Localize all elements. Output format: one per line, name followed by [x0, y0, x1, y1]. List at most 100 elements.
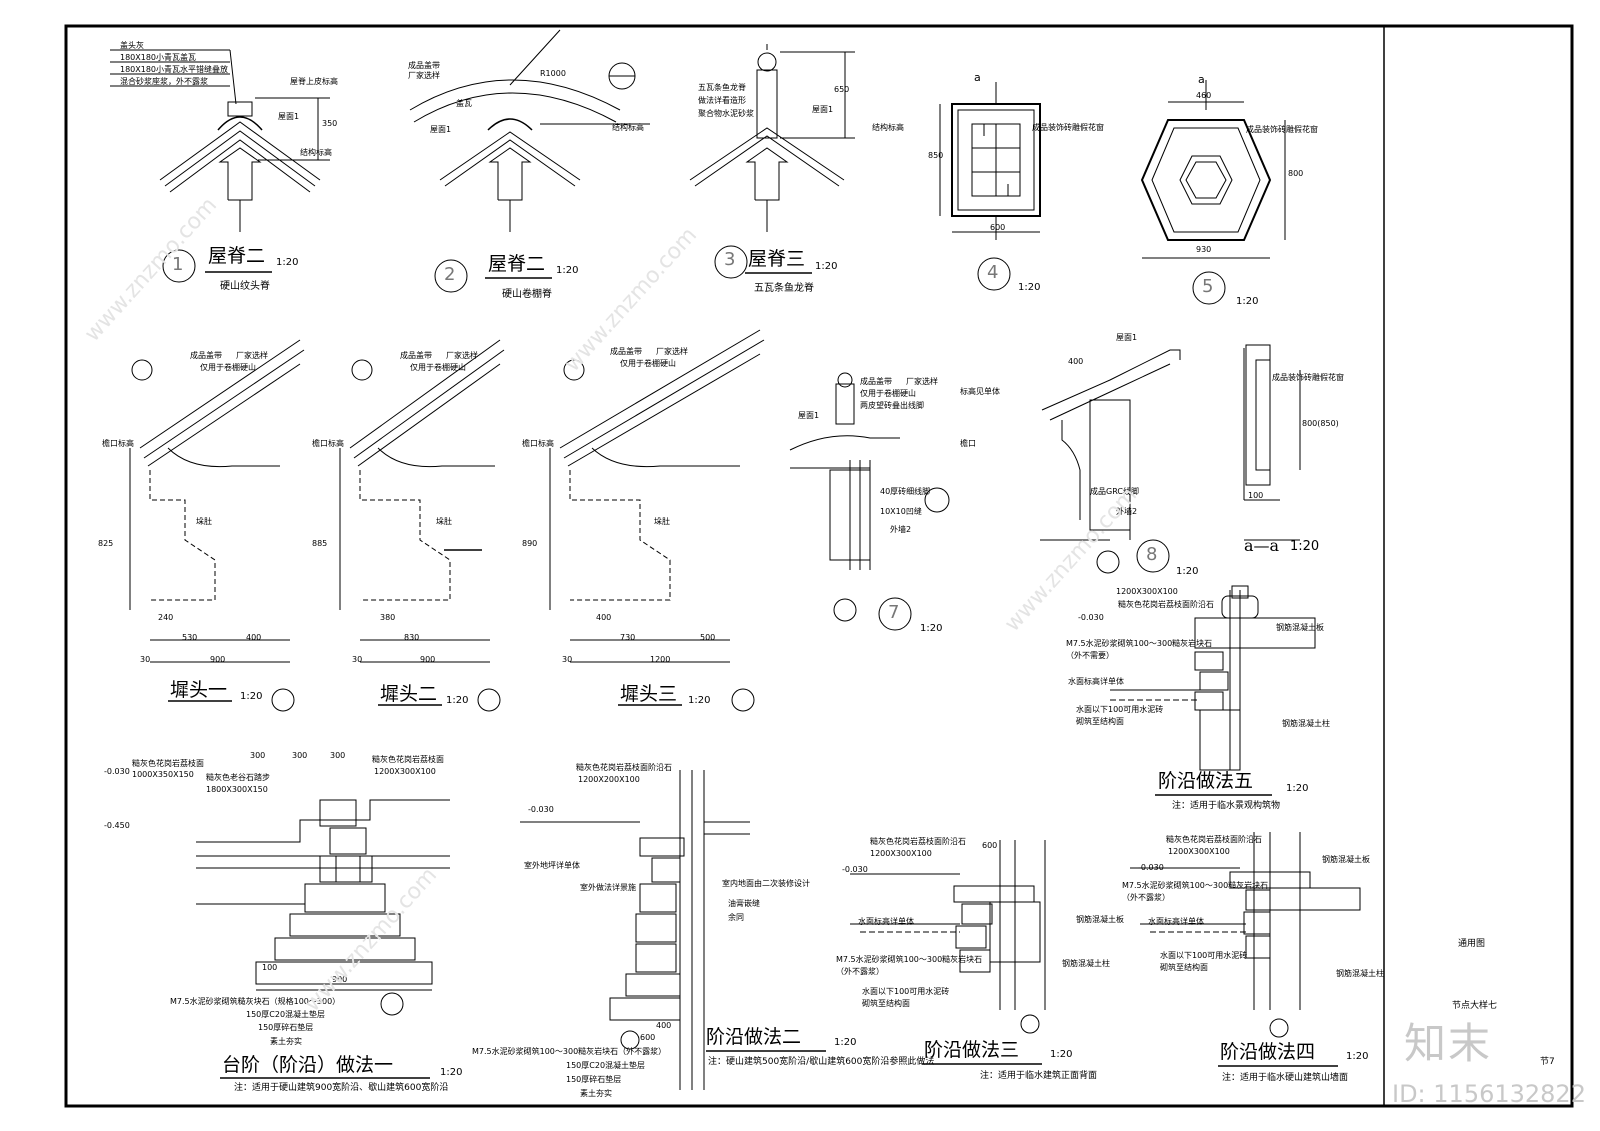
detail-7-graphic [789, 372, 950, 631]
gable-2-dim-380: 380 [380, 613, 396, 622]
m1-label-1: 1000X350X150 [132, 770, 194, 779]
m4-label-5: 水面标高详单体 [1148, 917, 1204, 926]
gable-3-dim-400: 400 [596, 613, 612, 622]
title-underlines [168, 271, 1338, 1079]
gable-1-dim-240: 240 [158, 613, 174, 622]
step-2-scale: 1:20 [834, 1037, 857, 1048]
gable-2-dudu: 垛肚 [436, 517, 452, 526]
gable-1-eave: 檐口标高 [102, 439, 134, 448]
m4-label-1: 1200X300X100 [1168, 847, 1230, 856]
gable-2-note-2: 仅用于卷棚硬山 [410, 363, 466, 372]
step-3-title: 阶沿做法三 [924, 1039, 1020, 1061]
m1-label-3: 1800X300X150 [206, 785, 268, 794]
gable-3-dim-890: 890 [522, 539, 538, 548]
m1-dim-300c: 300 [330, 751, 346, 760]
m5-label-4: （外不需要） [1066, 651, 1114, 660]
m5-label-0: 1200X300X100 [1116, 587, 1178, 596]
step-1-note: 注：适用于硬山建筑900宽阶沿、歇山建筑600宽阶沿 [234, 1083, 449, 1093]
r3-label-1: 做法详看造形 [698, 96, 746, 105]
gable-3-title: 墀头三 [620, 683, 678, 705]
window-4-graphic [939, 82, 1041, 291]
r2-label-2: R1000 [540, 69, 566, 78]
m1-label-14: 素土夯实 [270, 1037, 302, 1046]
gable-3-note-1: 厂家选样 [656, 347, 688, 356]
d7-label-1: 厂家选样 [906, 377, 938, 386]
m2-label-2: -0.030 [528, 805, 554, 814]
detail-5-number: 5 [1202, 276, 1214, 297]
m3-label-2: -0.030 [842, 865, 868, 874]
gable-1-dim-825: 825 [98, 539, 114, 548]
m5-label-8: 钢筋混凝土板 [1276, 623, 1324, 632]
step-5-graphic [1110, 585, 1316, 771]
m1-label-11: M7.5水泥砂浆砌筑糙灰块石（规格100～300） [170, 997, 341, 1006]
m2-label-9: 150厚C20混凝土垫层 [566, 1061, 646, 1070]
step-5-title: 阶沿做法五 [1158, 770, 1254, 792]
gable-1-note-2: 仅用于卷棚硬山 [200, 363, 256, 372]
m2-label-8: M7.5水泥砂浆砌筑100～300糙灰岩块石（外不露浆） [472, 1047, 667, 1056]
aa-label-1: 800(850) [1302, 419, 1339, 428]
m2-label-7: 余同 [728, 913, 744, 922]
detail-7-number: 7 [888, 602, 900, 623]
gable-2-dim-885: 885 [312, 539, 328, 548]
r1-label-5: 屋面1 [278, 112, 300, 121]
r3-label-3: 650 [834, 85, 850, 94]
d8-label-4: 成品GRC线脚 [1090, 487, 1139, 496]
m2-label-3: 室外地坪详单体 [524, 861, 580, 870]
m5-label-3: M7.5水泥砂浆砌筑100～300糙灰岩块石 [1066, 639, 1213, 648]
d8-label-0: 屋面1 [1116, 333, 1138, 342]
r2-label-0: 成品盖带 [408, 61, 440, 70]
titleblock-sheet-number: 节7 [1540, 1057, 1555, 1067]
detail-3-subtitle: 五瓦条鱼龙脊 [754, 283, 814, 294]
window-5-graphic [1140, 80, 1286, 305]
m2-label-10: 150厚碎石垫层 [566, 1075, 622, 1084]
r3-label-0: 五瓦条鱼龙脊 [698, 83, 746, 92]
detail-3-title: 屋脊三 [748, 248, 806, 270]
step-5-note: 注：适用于临水景观构筑物 [1172, 801, 1281, 811]
gable-3-dudu: 垛肚 [654, 517, 670, 526]
m2-dim-600: 600 [640, 1033, 656, 1042]
detail-8-scale: 1:20 [1176, 566, 1199, 577]
m1-dim-300a: 300 [250, 751, 266, 760]
gable-2-scale: 1:20 [446, 695, 469, 706]
w5-label-4: a [1198, 73, 1205, 86]
m2-label-0: 糙灰色花岗岩荔枝面阶沿石 [576, 763, 672, 772]
d7-label-5: 40厚砖细线脚 [880, 487, 931, 496]
section-aa-title: a—a [1244, 536, 1280, 555]
r2-label-4: 屋面1 [430, 125, 452, 134]
gable-1-dim-900: 900 [210, 655, 226, 664]
m1-dim-300b: 300 [292, 751, 308, 760]
m2-label-4: 室外做法详景施 [580, 883, 636, 892]
step-1-title: 台阶（阶沿）做法一 [222, 1054, 394, 1076]
gable-1-graphic [129, 339, 305, 712]
detail-5-scale: 1:20 [1236, 296, 1259, 307]
gable-1-dudu: 垛肚 [196, 517, 212, 526]
r1-label-7: 350 [322, 119, 338, 128]
step-3-scale: 1:20 [1050, 1049, 1073, 1060]
watermark-id: ID: 1156132822 [1392, 1080, 1586, 1108]
m5-label-7: 砌筑至结构面 [1076, 717, 1124, 726]
w5-label-2: 800 [1288, 169, 1304, 178]
r1-label-0: 盖头灰 [120, 41, 144, 50]
gable-2-dim-30: 30 [352, 655, 363, 664]
outer-frame [64, 24, 1574, 1108]
d7-label-0: 成品盖带 [860, 377, 892, 386]
gable-1-note-1: 厂家选样 [236, 351, 268, 360]
m5-label-6: 水面以下100可用水泥砖 [1076, 705, 1164, 714]
r1-label-4: 屋脊上皮标高 [290, 77, 338, 86]
gable-3-note-2: 仅用于卷棚硬山 [620, 359, 676, 368]
step-3-graphic [850, 840, 1046, 1034]
aa-label-2: 100 [1248, 491, 1264, 500]
d7-label-6: 10X10凹缝 [880, 507, 922, 516]
gable-1-dim-400: 400 [246, 633, 262, 642]
detail-2-title: 屋脊二 [488, 253, 546, 275]
gable-1-dim-30: 30 [140, 655, 151, 664]
r1-label-1: 180X180小青瓦盖瓦 [120, 53, 197, 62]
ridge-2-graphic [409, 29, 650, 293]
gable-3-eave: 檐口标高 [522, 439, 554, 448]
m2-label-11: 素土夯实 [580, 1089, 612, 1098]
r3-label-4: 屋面1 [812, 105, 834, 114]
m1-label-6: -0.030 [104, 767, 130, 776]
gable-2-graphic [339, 339, 505, 712]
r1-label-6: 结构标高 [300, 148, 332, 157]
